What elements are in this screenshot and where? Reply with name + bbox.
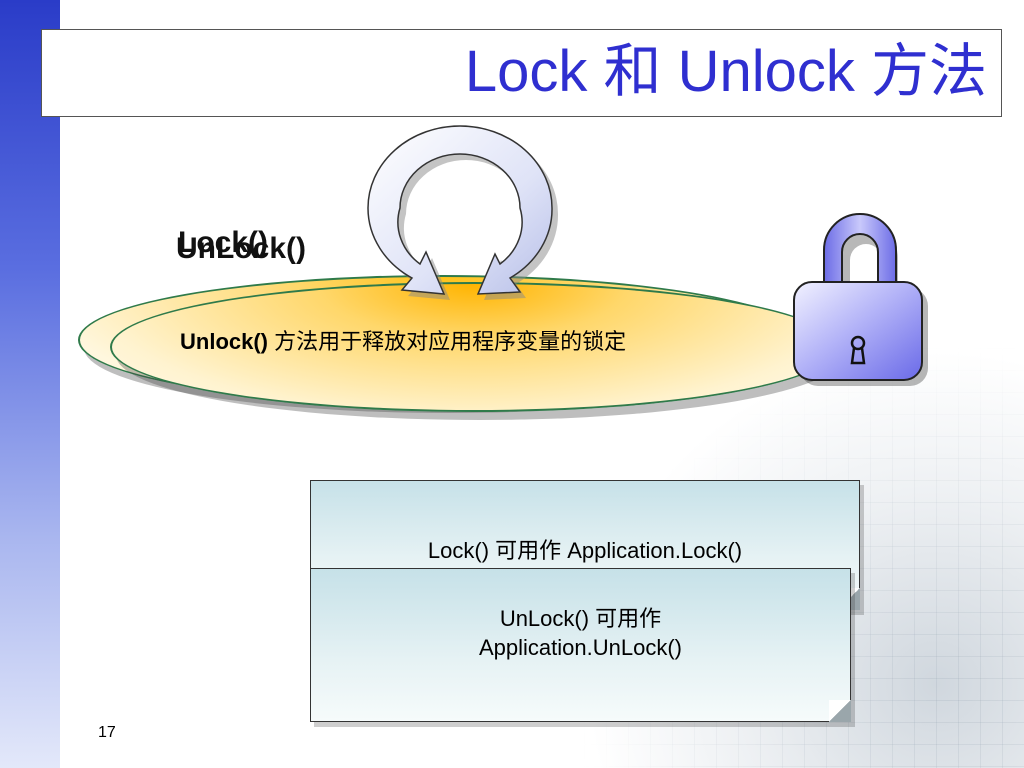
heading-lock: Lock() — [178, 226, 268, 259]
ellipse-text-rest: 方法用于释放对应用程序变量的锁定 — [268, 329, 627, 354]
note-unlock-line2: Application.UnLock() — [479, 634, 682, 660]
ellipse-description: Unlock() 方法用于释放对应用程序变量的锁定 — [180, 324, 626, 356]
ellipse-front — [110, 282, 838, 412]
padlock-icon — [793, 213, 928, 386]
note-unlock: UnLock() 可用作 Application.UnLock() — [310, 568, 851, 722]
left-decor-band — [0, 0, 60, 768]
page-number: 17 — [98, 724, 116, 741]
note-unlock-text: UnLock() 可用作 Application.UnLock() — [311, 605, 850, 662]
note-unlock-line1: UnLock() 可用作 — [499, 606, 662, 631]
ellipse-text-bold: Unlock() — [180, 329, 268, 354]
heading-unlock: UnLock() — [176, 232, 306, 265]
page-fold-decoration — [829, 700, 851, 722]
title-box: Lock 和 Unlock 方法 — [41, 29, 1002, 117]
circular-arrows-icon — [367, 125, 559, 300]
slide-title: Lock 和 Unlock 方法 — [464, 39, 987, 104]
note-lock-text: Lock() 可用作 Application.Lock() — [427, 538, 743, 563]
